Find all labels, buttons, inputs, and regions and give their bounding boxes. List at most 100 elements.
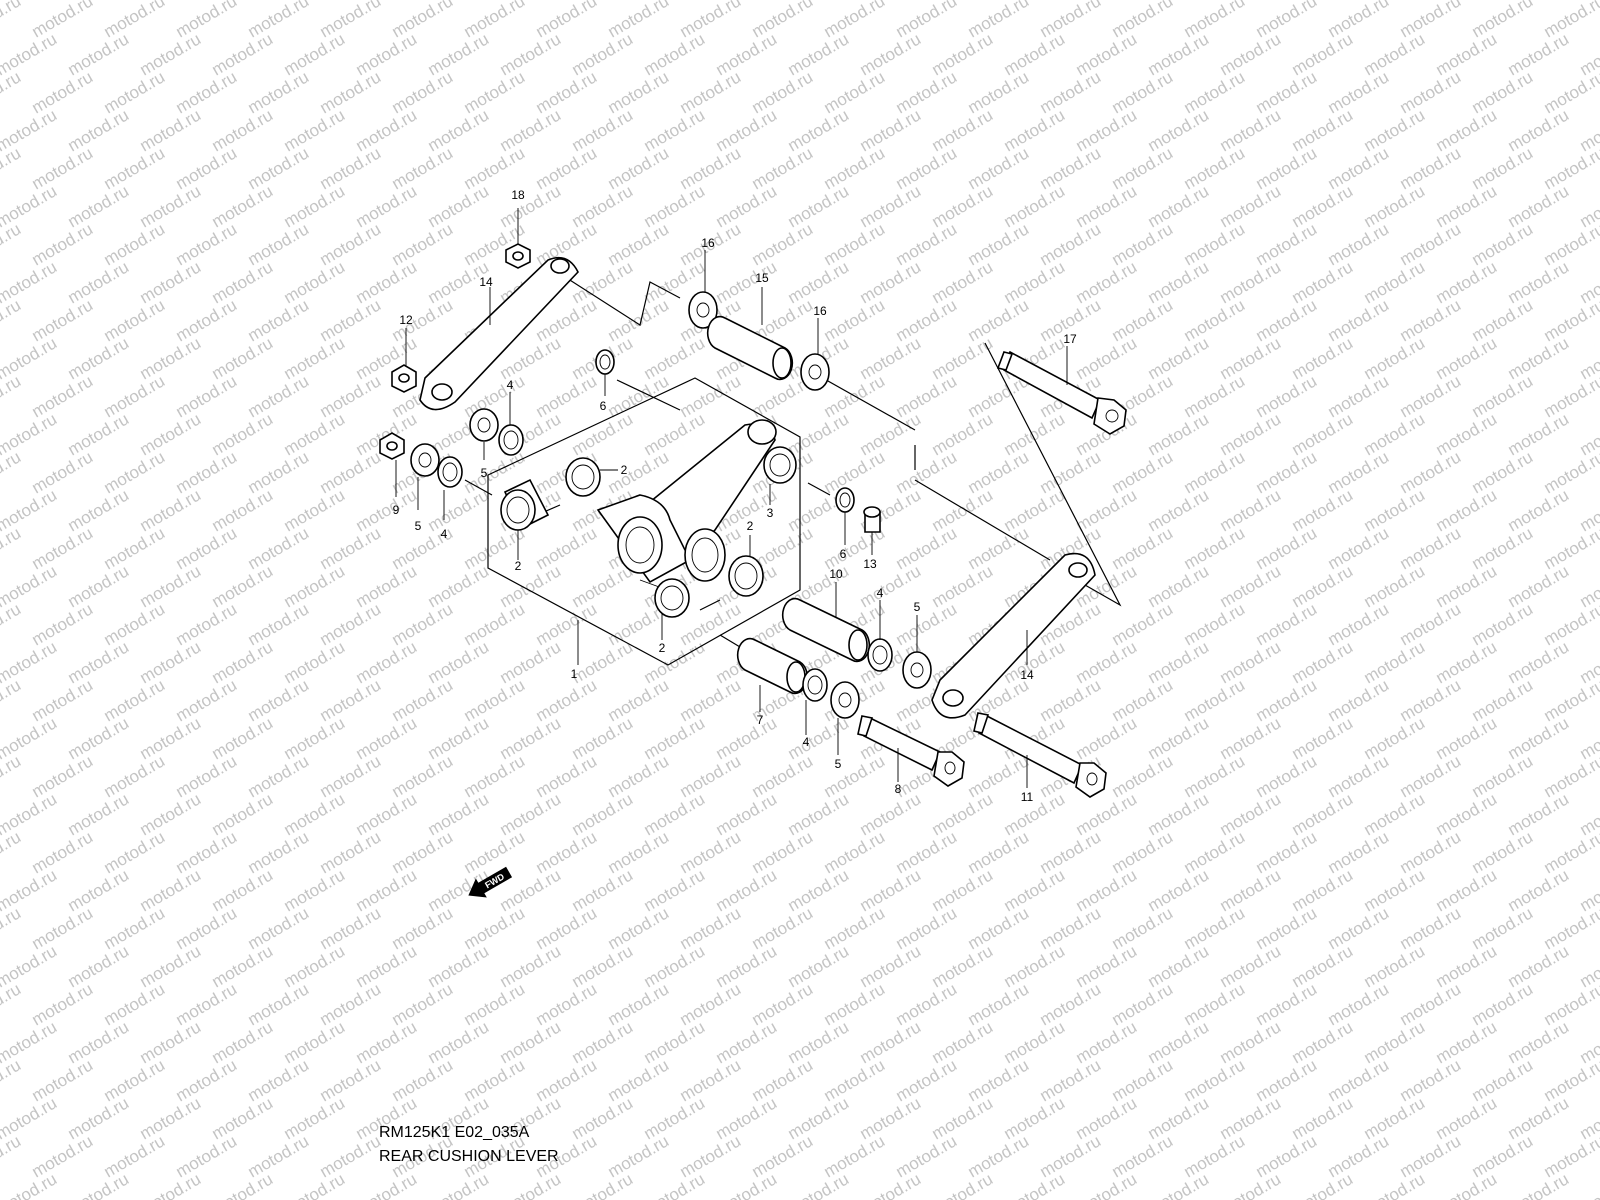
watermark-text: motod.ru — [1505, 105, 1573, 155]
watermark-text: motod.ru — [1073, 181, 1141, 231]
watermark-text: motod.ru — [317, 143, 385, 193]
watermark-text: motod.ru — [1361, 181, 1429, 231]
watermark-text: motod.ru — [1001, 485, 1069, 535]
watermark-text: motod.ru — [101, 1055, 169, 1105]
watermark-text: motod.ru — [929, 941, 997, 991]
watermark-text: motod.ru — [425, 181, 493, 231]
washer-16-right — [800, 353, 830, 391]
watermark-text: motod.ru — [641, 1169, 709, 1200]
watermark-text: motod.ru — [29, 67, 97, 117]
watermark-text: motod.ru — [497, 713, 565, 763]
watermark-text: motod.ru — [1181, 67, 1249, 117]
watermark-text: motod.ru — [965, 1131, 1033, 1181]
watermark-text: motod.ru — [677, 143, 745, 193]
watermark-text: motod.ru — [1541, 751, 1600, 801]
watermark-text: motod.ru — [1145, 333, 1213, 383]
watermark-text: motod.ru — [1361, 941, 1429, 991]
watermark-text: motod.ru — [1289, 1169, 1357, 1200]
watermark-text: motod.ru — [1433, 561, 1501, 611]
watermark-text: motod.ru — [245, 1055, 313, 1105]
seal-4-left-upper — [498, 424, 524, 456]
watermark-text: motod.ru — [857, 865, 925, 915]
watermark-text: motod.ru — [1325, 979, 1393, 1029]
watermark-text: motod.ru — [29, 1131, 97, 1181]
watermark-text: motod.ru — [281, 409, 349, 459]
watermark-text: motod.ru — [1253, 1055, 1321, 1105]
watermark-text: motod.ru — [1181, 1055, 1249, 1105]
watermark-text: motod.ru — [1073, 257, 1141, 307]
watermark-text: motod.ru — [1109, 1131, 1177, 1181]
watermark-text: motod.ru — [1289, 789, 1357, 839]
watermark-text: motod.ru — [281, 181, 349, 231]
watermark-text: motod.ru — [1181, 751, 1249, 801]
watermark-text: motod.ru — [857, 333, 925, 383]
watermark-text: motod.ru — [533, 523, 601, 573]
watermark-text: motod.ru — [569, 865, 637, 915]
callout-5-left-upper: 5 — [481, 466, 488, 480]
watermark-text: motod.ru — [857, 789, 925, 839]
watermark-text: motod.ru — [1001, 1017, 1069, 1067]
watermark-text: motod.ru — [1001, 941, 1069, 991]
callout-7: 7 — [757, 713, 764, 727]
watermark-text: motod.ru — [281, 105, 349, 155]
watermark-text: motod.ru — [497, 789, 565, 839]
watermark-text: motod.ru — [65, 409, 133, 459]
seal-4-left-lower — [437, 456, 463, 488]
watermark-text: motod.ru — [929, 257, 997, 307]
watermark-text: motod.ru — [821, 143, 889, 193]
watermark-text: motod.ru — [101, 675, 169, 725]
bearing-2-right — [728, 555, 764, 597]
watermark-text: motod.ru — [569, 941, 637, 991]
watermark-text: motod.ru — [569, 409, 637, 459]
watermark-text: motod.ru — [1541, 295, 1600, 345]
watermark-text: motod.ru — [317, 219, 385, 269]
watermark-text: motod.ru — [353, 485, 421, 535]
watermark-text: motod.ru — [1397, 903, 1465, 953]
watermark-text: motod.ru — [893, 447, 961, 497]
callout-9: 9 — [393, 503, 400, 517]
watermark-text: motod.ru — [785, 105, 853, 155]
watermark-text: motod.ru — [65, 637, 133, 687]
watermark-text: motod.ru — [785, 789, 853, 839]
watermark-text: motod.ru — [821, 1131, 889, 1181]
watermark-text: motod.ru — [1361, 1017, 1429, 1067]
watermark-text: motod.ru — [1469, 979, 1537, 1029]
watermark-text: motod.ru — [1073, 1169, 1141, 1200]
watermark-text: motod.ru — [1469, 523, 1537, 573]
watermark-text: motod.ru — [857, 29, 925, 79]
callout-5-right-upper: 5 — [914, 600, 921, 614]
watermark-text: motod.ru — [29, 143, 97, 193]
watermark-text: motod.ru — [1397, 979, 1465, 1029]
watermark-text: motod.ru — [65, 941, 133, 991]
callout-15: 15 — [755, 271, 769, 285]
watermark-text: motod.ru — [533, 675, 601, 725]
watermark-text: motod.ru — [137, 789, 205, 839]
watermark-text: motod.ru — [821, 979, 889, 1029]
watermark-text: motod.ru — [929, 1093, 997, 1143]
watermark-text: motod.ru — [173, 675, 241, 725]
watermark-text: motod.ru — [425, 561, 493, 611]
watermark-text: motod.ru — [173, 599, 241, 649]
watermark-text: motod.ru — [1397, 371, 1465, 421]
watermark-text: motod.ru — [1253, 599, 1321, 649]
watermark-text: motod.ru — [1361, 561, 1429, 611]
watermark-text: motod.ru — [605, 675, 673, 725]
watermark-text: motod.ru — [461, 599, 529, 649]
watermark-text: motod.ru — [1505, 713, 1573, 763]
watermark-text: motod.ru — [677, 979, 745, 1029]
watermark-text: motod.ru — [245, 1131, 313, 1181]
watermark-text: motod.ru — [1217, 637, 1285, 687]
watermark-text: motod.ru — [173, 219, 241, 269]
watermark-text: motod.ru — [749, 827, 817, 877]
watermark-text: motod.ru — [929, 485, 997, 535]
callout-5-left-lower: 5 — [415, 519, 422, 533]
watermark-text: motod.ru — [1289, 409, 1357, 459]
watermark-text: motod.ru — [1037, 979, 1105, 1029]
watermark-text: motod.ru — [1397, 1055, 1465, 1105]
watermark-text: motod.ru — [497, 181, 565, 231]
watermark-text: motod.ru — [965, 447, 1033, 497]
watermark-text: motod.ru — [1325, 827, 1393, 877]
watermark-text: motod.ru — [1145, 865, 1213, 915]
watermark-text: motod.ru — [1109, 219, 1177, 269]
watermark-text: motod.ru — [1109, 67, 1177, 117]
